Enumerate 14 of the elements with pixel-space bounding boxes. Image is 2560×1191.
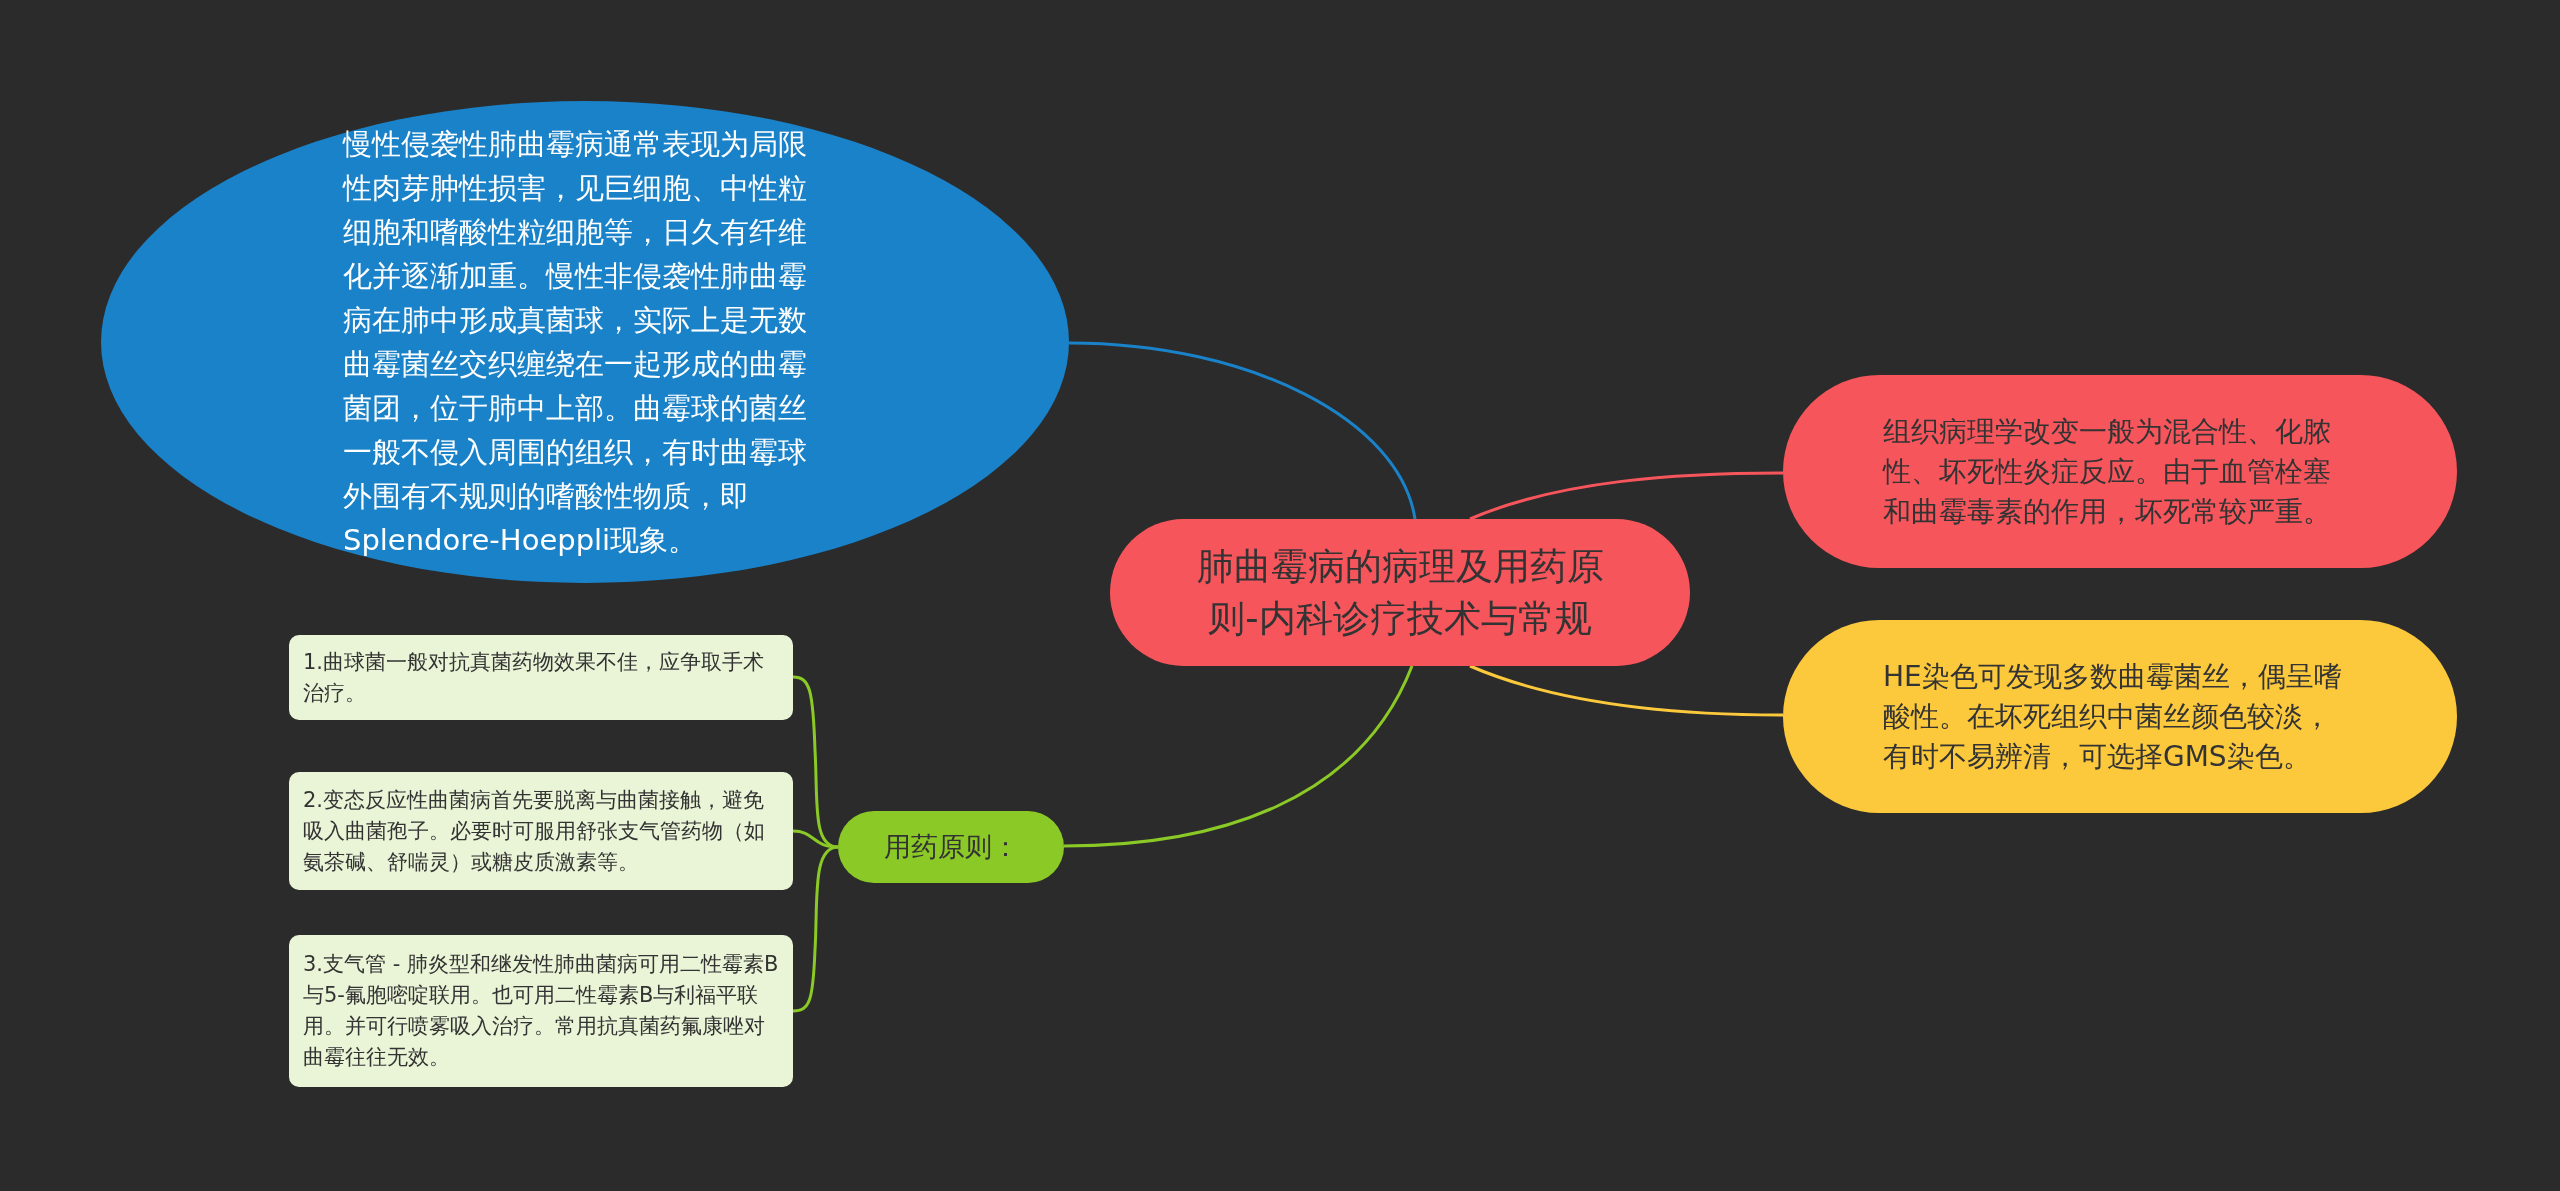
connector-line [1469,664,1783,717]
topic-ellipse: 慢性侵袭性肺曲霉病通常表现为局限性肉芽肿性损害，见巨细胞、中性粒细胞和嗜酸性粒细胞等，日久有纤维化并逐渐加重。慢性非侵袭性肺曲霉病在肺中形成真菌球，实际上是无数曲霉菌丝交织缠绕在一起形成的曲霉菌团，位于肺中上部。曲霉球的菌丝一般不侵入周围的组织，有时曲霉球外围有不规则的嗜酸性物质，即Splendore-Hoeppli现象。 [101,101,1069,583]
connector-line [792,829,839,849]
central-topic-box: 肺曲霉病的病理及用药原则-内科诊疗技术与常规 [1110,519,1690,666]
leaf-box: 1.曲球菌一般对抗真菌药物效果不佳，应争取手术治疗。 [289,635,793,720]
connector-line [1068,341,1417,520]
leaf-box: 2.变态反应性曲菌病首先要脱离与曲菌接触，避免吸入曲菌孢子。必要时可服用舒张支气管药物（如氨茶碱、舒喘灵）或糖皮质激素等。 [289,772,793,890]
connector-line [792,845,839,1013]
topic-box: HE染色可发现多数曲霉菌丝，偶呈嗜酸性。在坏死组织中菌丝颜色较淡，有时不易辨清，可选择GMS染色。 [1783,620,2457,813]
subtopic-box: 用药原则： [838,811,1064,883]
connector-line [1063,665,1414,848]
connector-line [1469,471,1783,521]
leaf-box: 3.支气管 - 肺炎型和继发性肺曲菌病可用二性霉素B与5-氟胞嘧啶联用。也可用二性霉素B与利福平联用。并可行喷雾吸入治疗。常用抗真菌药氟康唑对曲霉往往无效。 [289,935,793,1087]
topic-box: 组织病理学改变一般为混合性、化脓性、坏死性炎症反应。由于血管栓塞和曲霉毒素的作用，坏死常较严重。 [1783,375,2457,568]
